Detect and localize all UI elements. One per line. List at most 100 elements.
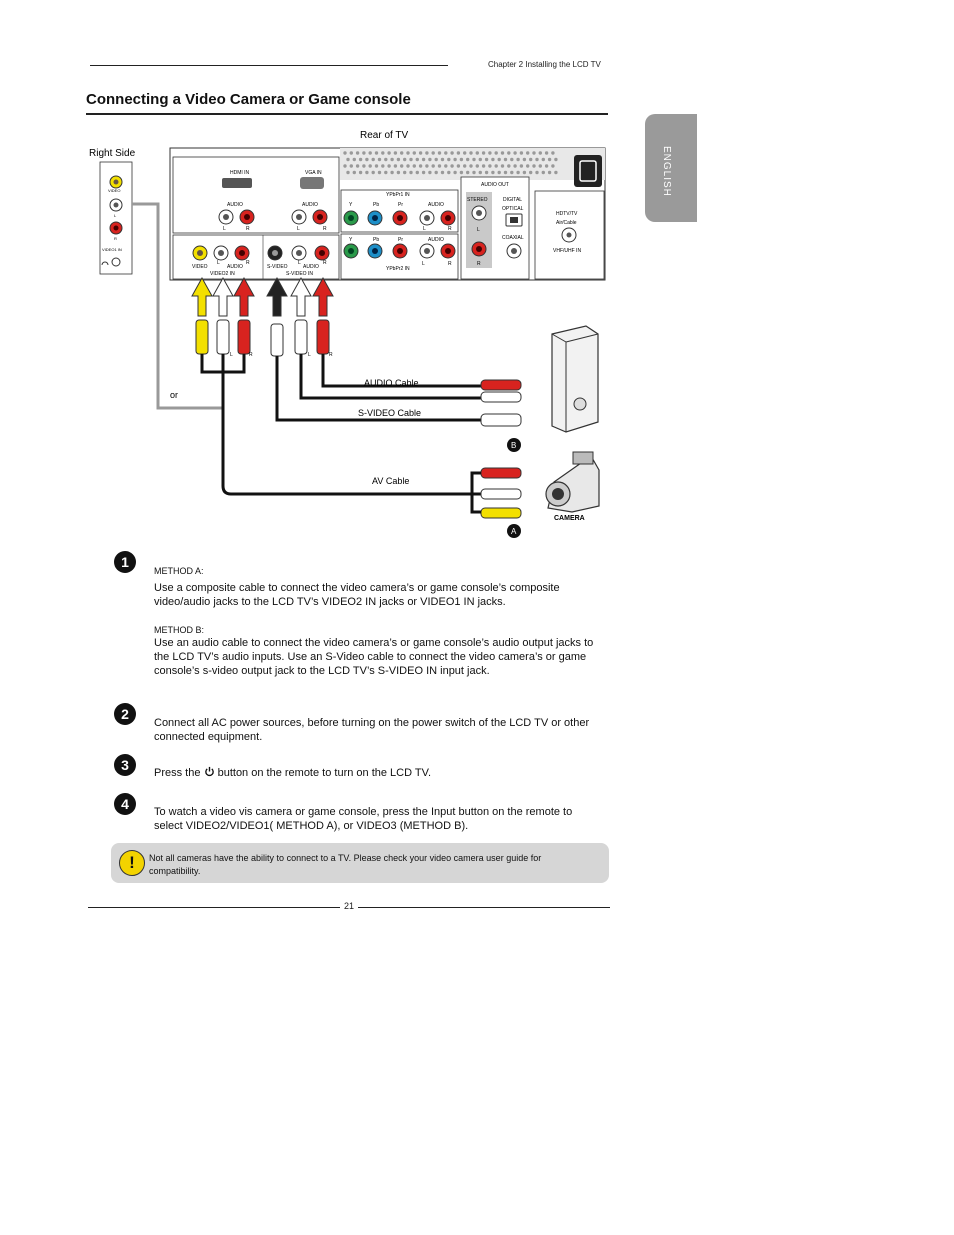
- language-tab-label: ENGLISH: [661, 146, 672, 197]
- svg-text:R: R: [448, 226, 452, 232]
- or-label: or: [170, 390, 178, 400]
- caution-note: ! Not all cameras have the ability to co…: [111, 843, 609, 883]
- power-socket-icon: [574, 155, 602, 187]
- svg-text:B: B: [511, 441, 516, 450]
- right-side-label: Right Side: [89, 148, 136, 159]
- method-a-text: Use a composite cable to connect the vid…: [154, 582, 560, 608]
- svg-text:L: L: [223, 226, 226, 232]
- footer-rule-left: [88, 907, 340, 908]
- svg-text:AUDIO: AUDIO: [428, 202, 444, 208]
- badge-a: [507, 524, 521, 538]
- step-4-icon: 4: [114, 793, 136, 815]
- connection-diagram: Rear of TV Right Side HDMI IN VGA IN AUD…: [89, 130, 606, 538]
- av-cable-label: AV Cable: [372, 476, 409, 486]
- hdmi-in-label: HDMI IN: [230, 170, 250, 176]
- svg-text:L: L: [422, 261, 425, 267]
- svideo-cable-label: S-VIDEO Cable: [358, 408, 421, 418]
- game-console-icon: [551, 325, 599, 433]
- svg-text:Pb: Pb: [373, 237, 379, 243]
- svg-text:HDTV/TV: HDTV/TV: [556, 211, 578, 217]
- header-rule: [90, 65, 448, 66]
- power-icon: [204, 766, 214, 777]
- rear-of-tv-label: Rear of TV: [360, 130, 408, 141]
- svg-text:L: L: [308, 352, 311, 358]
- vga-in-label: VGA IN: [305, 170, 322, 176]
- hdmi-audio-label: AUDIO: [227, 202, 243, 208]
- audio-cable-label: AUDIO Cable: [364, 378, 419, 388]
- cables: [200, 354, 481, 496]
- page-number: 21: [343, 901, 354, 911]
- svg-text:AUDIO: AUDIO: [227, 264, 243, 270]
- method-b-text: Use an audio cable to connect the video …: [154, 637, 594, 677]
- step-2-icon: 2: [114, 703, 136, 725]
- svg-text:R: R: [246, 260, 250, 266]
- connection-arrows: [191, 276, 334, 317]
- vga-audio-label: AUDIO: [302, 202, 318, 208]
- step-3-icon: 3: [114, 754, 136, 776]
- svg-text:AUDIO: AUDIO: [303, 264, 319, 270]
- hdmi-port-icon: [222, 178, 252, 188]
- hdmi-vga-panel: [172, 156, 340, 234]
- svg-text:S-VIDEO: S-VIDEO: [267, 264, 288, 270]
- camera-label: CAMERA: [554, 515, 585, 522]
- chapter-label: Chapter 2 Installing the LCD TV: [488, 60, 601, 69]
- note-text: Not all cameras have the ability to conn…: [149, 853, 542, 876]
- svg-text:COAXIAL: COAXIAL: [502, 235, 524, 241]
- step-2-text: Connect all AC power sources, before tur…: [154, 717, 590, 743]
- camera-plugs: [480, 467, 522, 519]
- method-a-label: METHOD A:: [154, 566, 204, 576]
- svg-text:AUDIO: AUDIO: [428, 237, 444, 243]
- svg-text:Y: Y: [349, 237, 353, 243]
- step-4-text: To watch a video vis camera or game cons…: [154, 806, 573, 832]
- vga-port-icon: [300, 177, 324, 189]
- svg-text:R: R: [249, 352, 253, 358]
- footer-rule-right: [358, 907, 610, 908]
- step-1-icon: 1: [114, 551, 136, 573]
- language-tab: ENGLISH: [645, 114, 697, 222]
- svg-text:R: R: [477, 261, 481, 267]
- svg-text:L: L: [230, 352, 233, 358]
- svg-text:R: R: [114, 236, 117, 241]
- svg-text:R: R: [246, 226, 250, 232]
- headphone-jack: [111, 257, 121, 267]
- svg-text:YPbPr1 IN: YPbPr1 IN: [386, 192, 410, 198]
- svg-text:R: R: [323, 226, 327, 232]
- svg-text:STEREO: STEREO: [467, 197, 488, 203]
- badge-b: [507, 438, 521, 452]
- svg-text:Pr: Pr: [398, 237, 403, 243]
- video2-in-label: VIDEO2 IN: [210, 271, 235, 277]
- svg-text:A: A: [511, 527, 517, 536]
- page-title: Connecting a Video Camera or Game consol…: [86, 91, 411, 108]
- svg-text:VIDEO1 IN: VIDEO1 IN: [102, 247, 122, 252]
- svg-text:R: R: [448, 261, 452, 267]
- svg-text:R: R: [329, 352, 333, 358]
- svg-text:OPTICAL: OPTICAL: [502, 206, 524, 212]
- side-cable: [132, 202, 224, 410]
- method-b-label: METHOD B:: [154, 625, 205, 635]
- svg-text:VHF/UHF IN: VHF/UHF IN: [553, 248, 581, 254]
- game-console-plugs: [480, 379, 522, 427]
- svg-text:VIDEO: VIDEO: [192, 264, 208, 270]
- s-video-in-label: S-VIDEO IN: [286, 271, 313, 277]
- svg-text:L: L: [217, 260, 220, 266]
- vent-dots: [343, 151, 558, 175]
- svg-text:L: L: [114, 213, 117, 218]
- svg-text:R: R: [323, 260, 327, 266]
- svg-text:AUDIO OUT: AUDIO OUT: [481, 182, 509, 188]
- tv-rear-outline: [169, 147, 606, 281]
- svg-text:DIGITAL: DIGITAL: [503, 197, 522, 203]
- cable-plugs: [195, 319, 330, 357]
- title-rule: [86, 113, 608, 115]
- camera-icon: [545, 451, 600, 513]
- svg-text:Y: Y: [349, 202, 353, 208]
- svg-text:L: L: [298, 260, 301, 266]
- svg-text:Pr: Pr: [398, 202, 403, 208]
- warning-icon: !: [119, 850, 145, 876]
- svg-text:L: L: [477, 227, 480, 233]
- svg-text:L: L: [297, 226, 300, 232]
- svg-text:VIDEO: VIDEO: [108, 188, 120, 193]
- svg-text:L: L: [423, 226, 426, 232]
- headphone-icon: [101, 261, 109, 266]
- step-3-text: Press the button on the remote to turn o…: [154, 766, 432, 779]
- svg-text:Air/Cable: Air/Cable: [556, 220, 577, 226]
